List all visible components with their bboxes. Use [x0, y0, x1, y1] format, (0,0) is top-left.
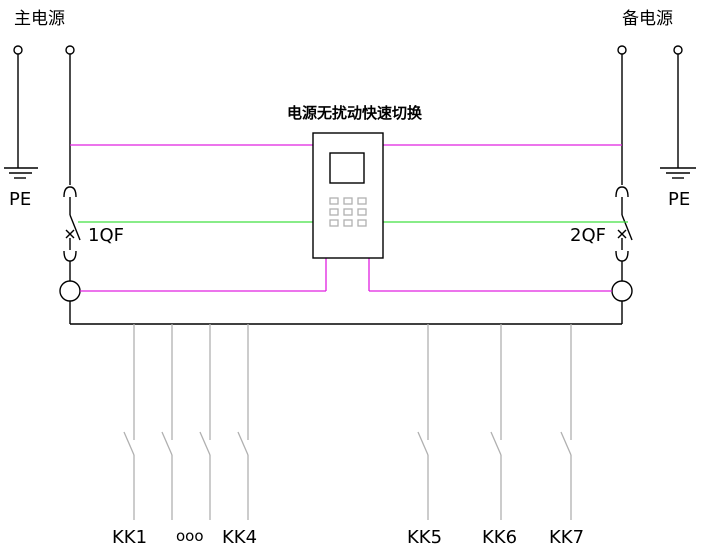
- main-source-line: [59, 45, 81, 324]
- feeder-branches: [123, 324, 572, 520]
- feeder-label-kk1: KK1: [112, 527, 147, 547]
- device-keypad: [329, 197, 367, 227]
- voltage-sense-lines: [70, 144, 622, 292]
- feeder-kk6: [490, 324, 502, 520]
- device-title: 电源无扰动快速切换: [287, 104, 423, 122]
- feeder-label-kk4: KK4: [222, 527, 257, 547]
- breaker-label-left: 1QF: [88, 225, 124, 246]
- feeder-kk5: [417, 324, 429, 520]
- fast-switch-device: [312, 132, 384, 259]
- feeder-label-kk7: KK7: [549, 527, 584, 547]
- feeder-label-kk6: KK6: [482, 527, 517, 547]
- feeder-label-kk5: KK5: [407, 527, 442, 547]
- feeder-3: [199, 324, 211, 520]
- feeder-2: [161, 324, 173, 520]
- backup-source-line: [611, 45, 633, 324]
- feeder-kk7: [560, 324, 572, 520]
- ground-left: [4, 45, 38, 179]
- feeder-kk4: [237, 324, 249, 520]
- feeder-ellipsis: ooo: [176, 527, 204, 545]
- pe-label-right: PE: [668, 189, 690, 210]
- device-display: [329, 152, 365, 184]
- breaker-label-right: 2QF: [570, 225, 606, 246]
- ground-right: [660, 45, 696, 179]
- backup-source-label: 备电源: [622, 9, 673, 29]
- pe-label-left: PE: [9, 189, 31, 210]
- feeder-kk1: [123, 324, 135, 520]
- main-source-label: 主电源: [14, 9, 65, 29]
